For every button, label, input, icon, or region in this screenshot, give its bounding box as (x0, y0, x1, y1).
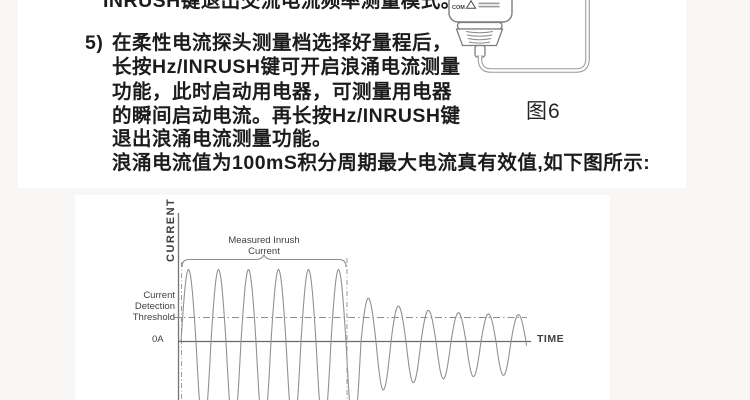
current-axis-label: CURRENT (165, 197, 177, 262)
manual-line: 长按Hz/INRUSH键可开启浪涌电流测量 (112, 56, 461, 78)
measured-window-label-line: Measured Inrush (228, 235, 300, 246)
fine-print-lines (478, 2, 500, 8)
clipped-top-line: INRUSH键退出交流电流频率测量模式。 (103, 0, 461, 12)
manual-line: 退出浪涌电流测量功能。 (112, 128, 333, 150)
figure-caption: 图6 (526, 100, 561, 123)
manual-line: 功能，此时启动用电器，可测量用电器 (112, 81, 453, 103)
measured-window-label: Measured Inrush Current (199, 235, 329, 258)
summary-line: 浪涌电流值为100mS积分周期最大电流真有效值,如下图所示: (112, 152, 651, 174)
threshold-label-line: Threshold (132, 311, 175, 323)
warning-triangle-icon (465, 0, 477, 9)
time-axis-label: TIME (537, 333, 565, 345)
threshold-label: Current Detection Threshold (105, 290, 175, 323)
inrush-waveform-path (180, 268, 528, 400)
manual-line: 在柔性电流探头测量档选择好量程后， (112, 32, 453, 54)
device-illustration: COM (448, 0, 590, 73)
threshold-label-line: Detection (134, 300, 175, 312)
connector-nut (455, 28, 504, 47)
probe-cable (477, 0, 590, 73)
connector-threads (465, 31, 494, 44)
inrush-waveform-diagram (174, 213, 531, 400)
manual-line: 的瞬间启动电流。再长按Hz/INRUSH键 (112, 105, 461, 127)
com-terminal-label: COM (452, 5, 465, 11)
connector-flange (456, 21, 503, 30)
text-page-card (18, 0, 686, 188)
measured-window-brace (181, 253, 347, 268)
measured-window-label-line: Current (248, 245, 280, 257)
zero-amps-label: 0A (152, 334, 164, 345)
list-item-number: 5) (85, 32, 104, 54)
threshold-label-line: Current (143, 290, 175, 301)
